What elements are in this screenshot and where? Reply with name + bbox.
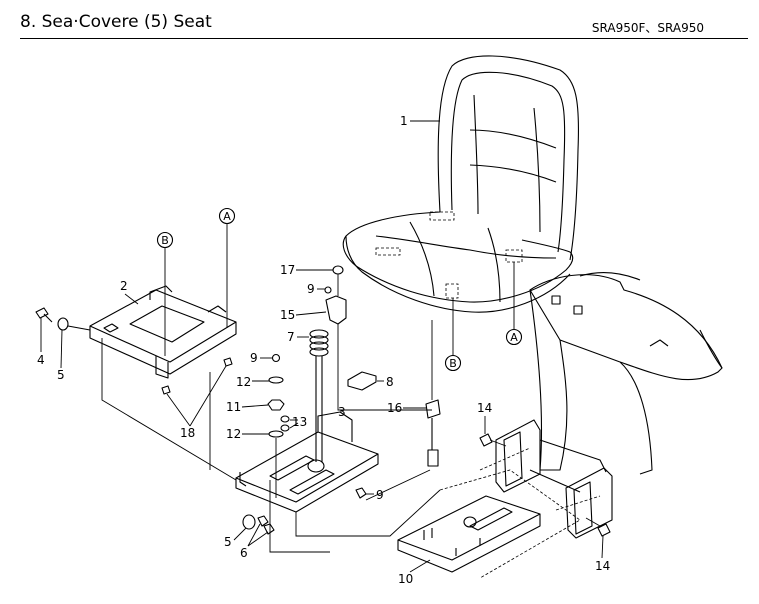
frame-brackets (479, 419, 613, 539)
callout-12-upper: 12 (236, 375, 269, 389)
svg-text:B: B (161, 234, 169, 247)
callout-1: 1 (400, 114, 440, 128)
nut-9-base (355, 487, 367, 499)
svg-text:2: 2 (120, 279, 128, 293)
callout-12-lower: 12 (226, 427, 269, 441)
svg-text:16: 16 (387, 401, 402, 415)
callout-8: 8 (377, 375, 394, 389)
reference-mark-a-top: A (218, 207, 236, 328)
callout-7: 7 (287, 330, 309, 344)
reference-mark-b-top: B (156, 231, 174, 356)
reference-mark-a-seat: A (505, 262, 523, 346)
callout-13: 13 (289, 415, 307, 429)
svg-text:5: 5 (57, 368, 65, 382)
callout-5-lower: 5 (224, 527, 247, 549)
reference-mark-b-seat: B (444, 298, 462, 372)
connector-16 (425, 320, 441, 467)
svg-text:12: 12 (236, 375, 251, 389)
upper-mounting-plate (89, 285, 237, 379)
slide-plate-10 (397, 469, 581, 579)
model-numbers: SRA950F、SRA950 (591, 21, 704, 35)
plate-bolts-18 (161, 357, 233, 395)
svg-text:17: 17 (280, 263, 295, 277)
svg-text:7: 7 (287, 330, 295, 344)
svg-text:A: A (510, 331, 518, 344)
callout-9-base: 9 (366, 488, 384, 502)
seat-cushion (342, 55, 579, 313)
svg-text:4: 4 (37, 353, 45, 367)
callout-17: 17 (280, 263, 333, 277)
callout-18: 18 (166, 365, 227, 440)
svg-text:11: 11 (226, 400, 241, 414)
svg-text:15: 15 (280, 308, 295, 322)
svg-text:14: 14 (477, 401, 492, 415)
svg-text:18: 18 (180, 426, 195, 440)
assembly-lines (101, 324, 441, 553)
header-rule (20, 38, 748, 39)
page-title: 8. Sea·Covere (5) Seat (20, 12, 212, 32)
callout-16: 16 (387, 401, 426, 415)
callout-6: 6 (240, 523, 269, 560)
svg-text:1: 1 (400, 114, 408, 128)
svg-text:9: 9 (376, 488, 384, 502)
svg-text:12: 12 (226, 427, 241, 441)
svg-text:5: 5 (224, 535, 232, 549)
callout-4: 4 (37, 318, 45, 367)
callout-9-top: 9 (307, 282, 325, 296)
svg-text:9: 9 (250, 351, 258, 365)
callout-3: 3 (338, 405, 346, 419)
svg-text:3: 3 (338, 405, 346, 419)
svg-text:13: 13 (292, 415, 307, 429)
spring-post-assembly (309, 265, 347, 462)
callout-11: 11 (226, 400, 269, 414)
svg-text:6: 6 (240, 546, 248, 560)
callout-9-mid: 9 (250, 351, 272, 365)
fender-frame (529, 271, 723, 475)
bolt-and-washer-upper (35, 307, 91, 331)
lower-washers (242, 514, 275, 535)
pad-8 (347, 371, 377, 391)
callout-10: 10 (398, 559, 431, 586)
svg-text:B: B (449, 357, 457, 370)
washer-stack (267, 353, 290, 498)
svg-text:14: 14 (595, 559, 610, 573)
svg-text:8: 8 (386, 375, 394, 389)
svg-text:A: A (223, 210, 231, 223)
callout-2: 2 (120, 279, 139, 305)
callout-15: 15 (280, 308, 327, 322)
callout-14-upper: 14 (477, 401, 492, 434)
svg-text:10: 10 (398, 572, 413, 586)
callout-14-lower: 14 (595, 535, 610, 573)
svg-text:9: 9 (307, 282, 315, 296)
callout-5-upper: 5 (57, 329, 65, 382)
